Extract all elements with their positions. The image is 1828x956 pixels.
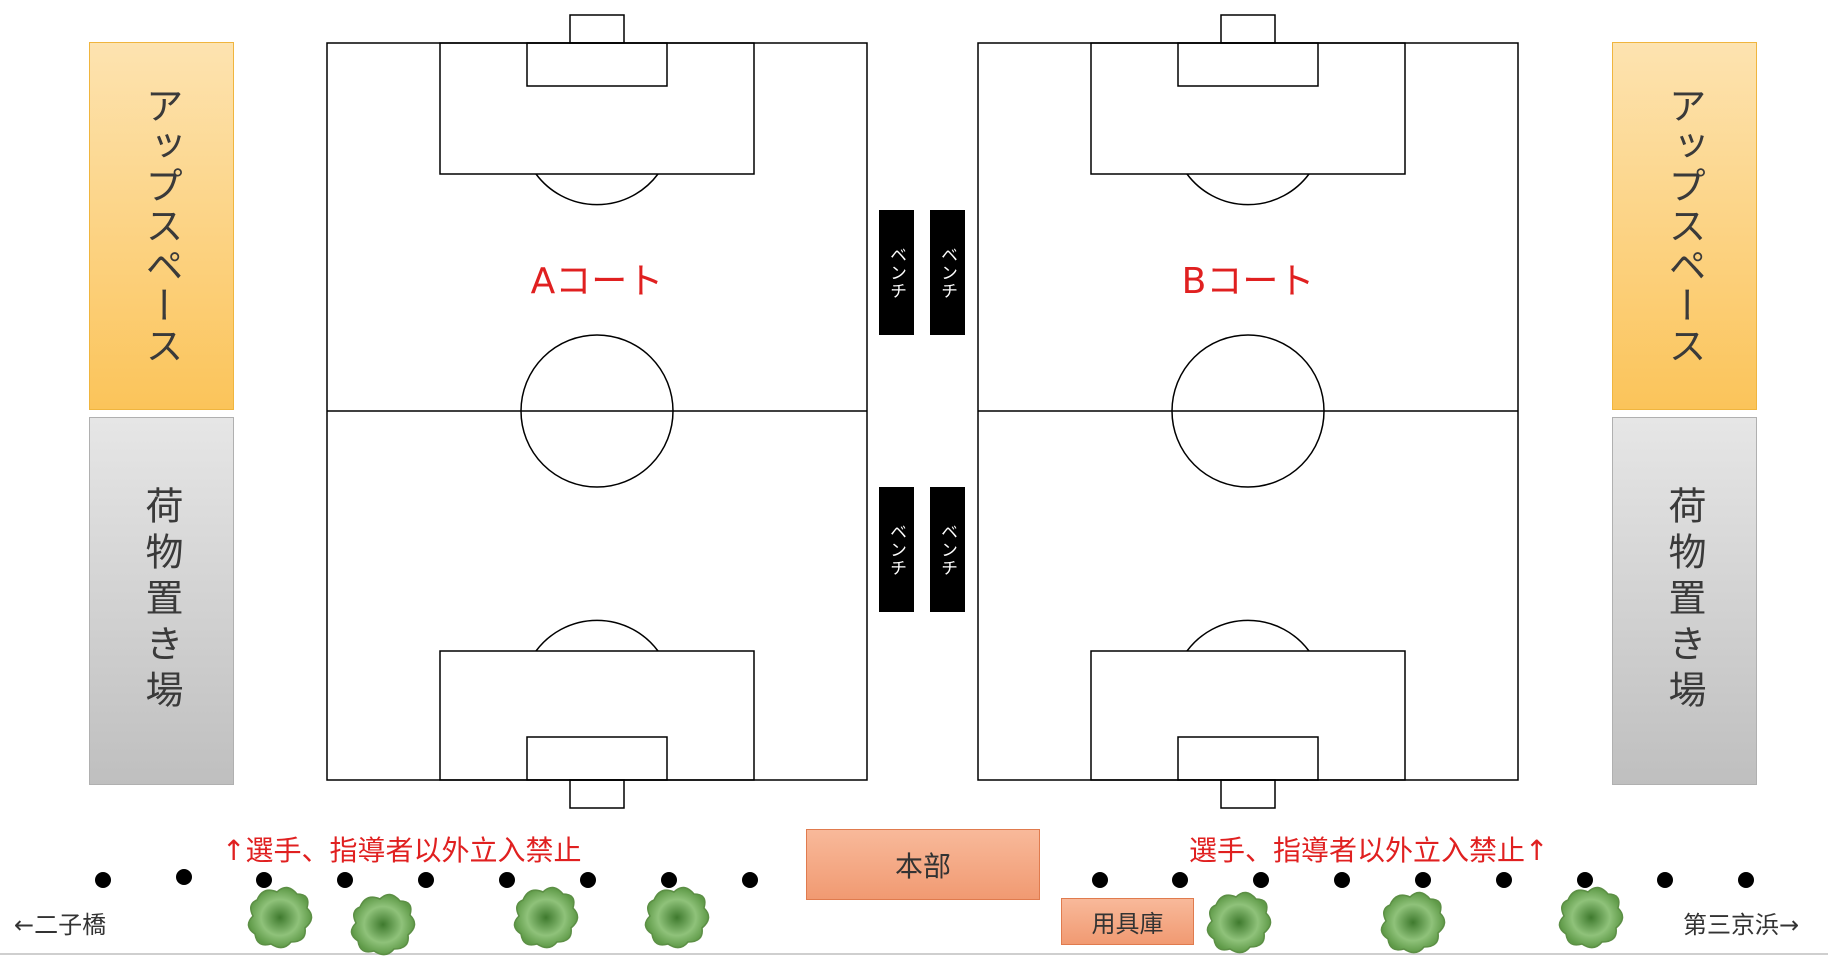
trees	[247, 886, 1624, 956]
bench-top-left: ベンチ	[879, 210, 914, 335]
tree-icon	[350, 893, 416, 956]
fence-post	[95, 872, 111, 888]
tree-icon	[247, 886, 313, 949]
right-luggage-area: 荷物置き場	[1612, 417, 1757, 785]
bench-label: ベンチ	[886, 245, 906, 300]
fence-post	[1657, 872, 1673, 888]
tree-icon	[1558, 886, 1624, 949]
fence-post	[742, 872, 758, 888]
bench-bottom-left: ベンチ	[879, 487, 914, 612]
fence-post	[337, 872, 353, 888]
bench-bottom-right: ベンチ	[930, 487, 965, 612]
bench-label: ベンチ	[937, 522, 957, 577]
left-up-space: アップスペース	[89, 42, 234, 410]
left-luggage-area: 荷物置き場	[89, 417, 234, 785]
fence-post	[176, 869, 192, 885]
left-luggage-label: 荷物置き場	[139, 486, 183, 716]
court-b-lines	[977, 14, 1519, 809]
bench-label: ベンチ	[886, 522, 906, 577]
fence-posts	[95, 869, 1754, 888]
right-luggage-label: 荷物置き場	[1662, 486, 1706, 716]
fence-post	[661, 872, 677, 888]
fence-post	[1334, 872, 1350, 888]
fence-post	[256, 872, 272, 888]
fence-post	[1577, 872, 1593, 888]
restricted-notice-left: ↑選手、指導者以外立入禁止	[222, 834, 582, 867]
equipment-shed-box: 用具庫	[1061, 898, 1194, 945]
tree-icon	[644, 886, 710, 949]
fence-post	[499, 872, 515, 888]
fence-post	[1172, 872, 1188, 888]
direction-left-label: ←二子橋	[14, 911, 107, 939]
fence-post	[1092, 872, 1108, 888]
bench-label: ベンチ	[937, 245, 957, 300]
court-a-label: Aコート	[530, 261, 664, 302]
right-up-space-label: アップスペース	[1662, 86, 1706, 366]
fence-post	[1253, 872, 1269, 888]
bench-top-right: ベンチ	[930, 210, 965, 335]
court-b-label: Bコート	[1181, 261, 1315, 302]
fence-post	[1415, 872, 1431, 888]
fence-post	[580, 872, 596, 888]
fence-post	[1738, 872, 1754, 888]
tree-icon	[513, 886, 579, 949]
direction-right-label: 第三京浜→	[1683, 911, 1800, 939]
restricted-notice-right: 選手、指導者以外立入禁止↑	[1189, 834, 1549, 867]
tree-icon	[1380, 891, 1446, 954]
fence-post	[418, 872, 434, 888]
right-up-space: アップスペース	[1612, 42, 1757, 410]
tree-icon	[1206, 891, 1272, 954]
fence-post	[1496, 872, 1512, 888]
court-a-lines	[326, 14, 868, 809]
headquarters-box: 本部	[806, 829, 1040, 900]
left-up-space-label: アップスペース	[139, 86, 183, 366]
